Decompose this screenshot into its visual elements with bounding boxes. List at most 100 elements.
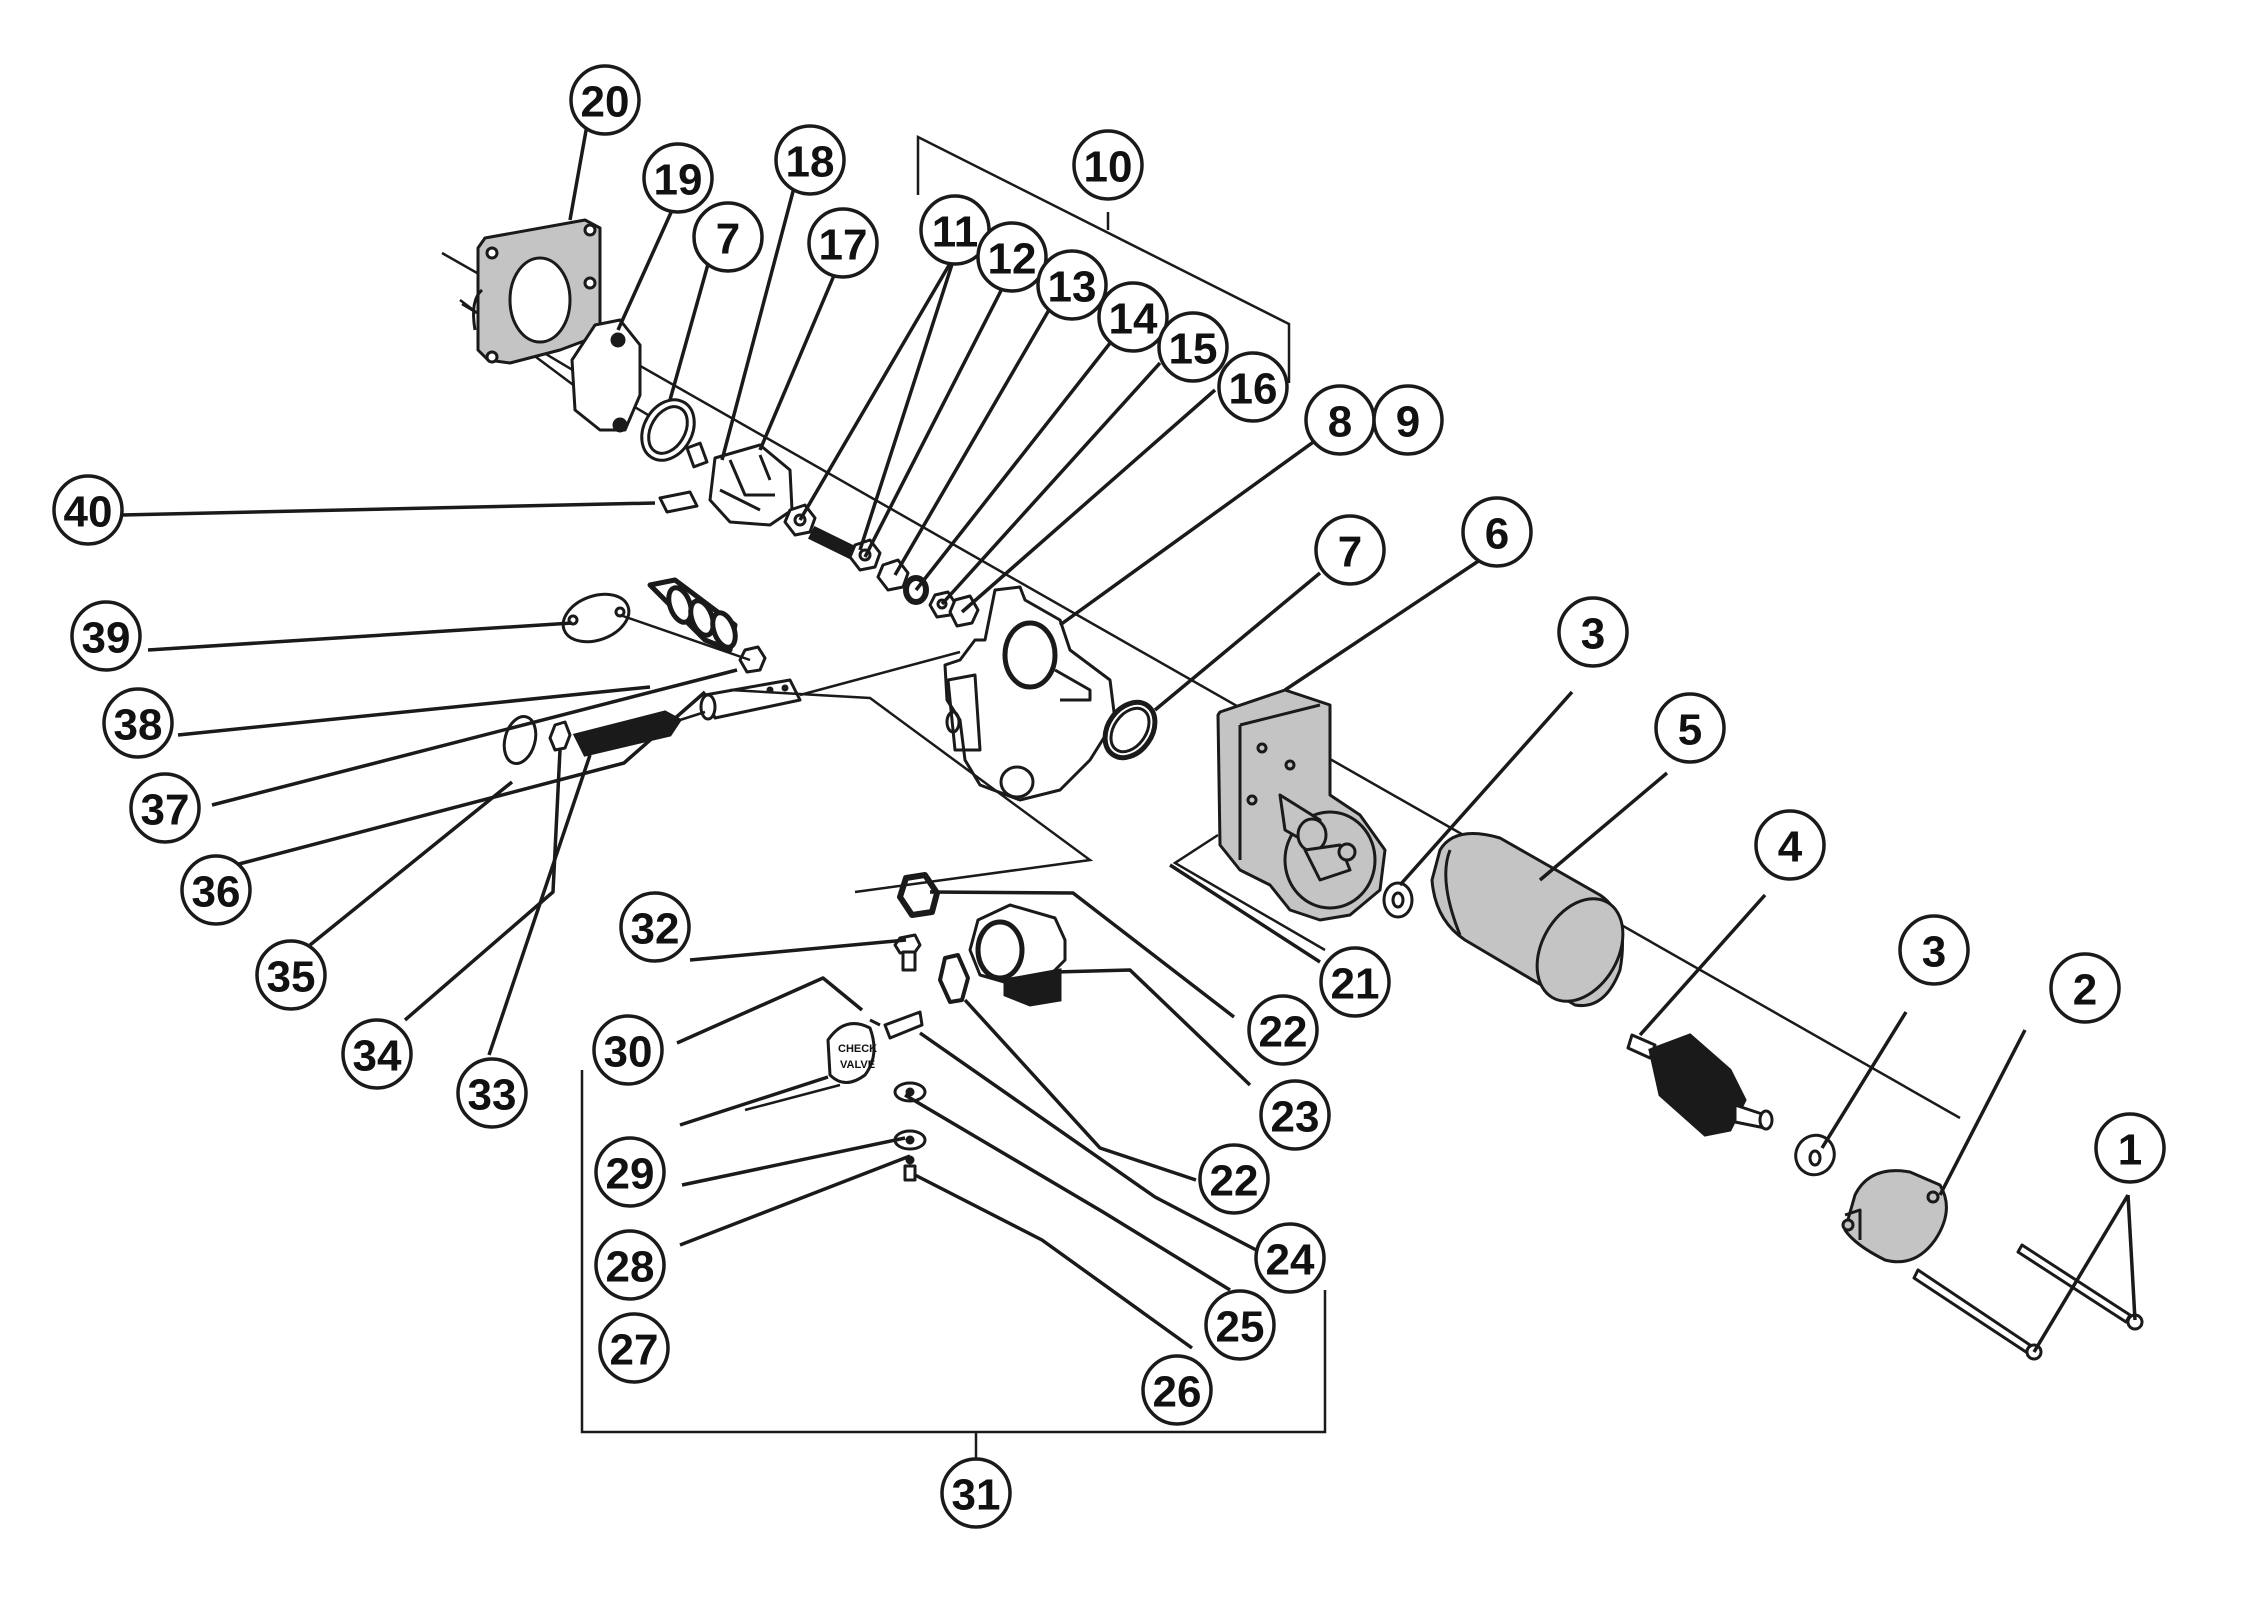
- callout-circle: [1217, 351, 1289, 423]
- callout-number: 12: [988, 235, 1037, 284]
- part-pump-body: [943, 585, 1117, 802]
- callout-4: 4: [1754, 809, 1826, 881]
- callout-circle: [1314, 514, 1386, 586]
- callout-circle: [1654, 692, 1726, 764]
- callout-29: 29: [594, 1136, 666, 1208]
- callout-20: 20: [569, 64, 641, 136]
- callout-circle: [940, 1457, 1012, 1529]
- callout-number: 6: [1485, 510, 1509, 559]
- part-strainer-assembly: [561, 577, 767, 674]
- part-check-valve-hardware: CHECK VALVE: [744, 933, 927, 1182]
- callout-circle: [594, 1229, 666, 1301]
- callout-34: 34: [341, 1018, 413, 1090]
- callout-circle: [1754, 809, 1826, 881]
- callout-brackets: [580, 134, 1327, 1462]
- callout-circle: [2094, 1112, 2166, 1184]
- callout-number: 27: [610, 1326, 659, 1375]
- callout-number: 9: [1396, 398, 1420, 447]
- callout-number: 30: [604, 1028, 653, 1077]
- callout-number: 35: [267, 953, 316, 1002]
- part-flange-plate: [472, 218, 602, 365]
- callout-27: 27: [598, 1312, 670, 1384]
- callout-circle: [1461, 496, 1533, 568]
- callout-9: 9: [1372, 384, 1444, 456]
- callout-38: 38: [102, 687, 174, 759]
- part-gasket: [570, 318, 642, 433]
- callout-number: 3: [1581, 610, 1605, 659]
- callout-circle: [1254, 1222, 1326, 1294]
- callout-number: 18: [786, 138, 835, 187]
- callout-number: 20: [581, 78, 630, 127]
- callout-number: 21: [1331, 960, 1380, 1009]
- callout-number: 13: [1048, 263, 1097, 312]
- callout-13: 13: [1036, 249, 1108, 321]
- callout-circle: [594, 1136, 666, 1208]
- check-valve-text-line2: VALVE: [840, 1059, 875, 1071]
- callout-40: 40: [52, 474, 124, 546]
- callout-18: 18: [774, 124, 846, 196]
- callout-32: 32: [619, 891, 691, 963]
- callout-16: 16: [1217, 351, 1289, 423]
- callout-number: 29: [606, 1150, 655, 1199]
- callout-number: 17: [819, 221, 868, 270]
- callout-number: 28: [606, 1243, 655, 1292]
- callout-22: 22: [1198, 1143, 1270, 1215]
- callout-33: 33: [456, 1057, 528, 1129]
- part-key: [658, 490, 699, 514]
- callout-22: 22: [1247, 994, 1319, 1066]
- callout-8: 8: [1304, 384, 1376, 456]
- callout-23: 23: [1259, 1079, 1331, 1151]
- callout-number: 16: [1229, 365, 1278, 414]
- part-sleeve: [699, 650, 961, 721]
- callout-number: 22: [1210, 1157, 1259, 1206]
- callout-circle: [2049, 952, 2121, 1024]
- part-seal-ring-lower: [1102, 699, 1158, 761]
- callout-number: 14: [1109, 295, 1158, 344]
- callout-circle: [70, 600, 142, 672]
- callout-36: 36: [180, 854, 252, 926]
- callout-circle: [52, 474, 124, 546]
- callout-number: 37: [141, 786, 190, 835]
- callout-number: 22: [1259, 1008, 1308, 1057]
- callout-number: 10: [1084, 143, 1133, 192]
- callout-number: 19: [654, 156, 703, 205]
- part-armature: [1626, 1033, 1774, 1137]
- check-valve-text-line1: CHECK: [838, 1043, 877, 1055]
- callout-number: 7: [716, 215, 740, 264]
- callout-circle: [774, 124, 846, 196]
- callout-circle: [598, 1312, 670, 1384]
- callout-39: 39: [70, 600, 142, 672]
- callout-circle: [1259, 1079, 1331, 1151]
- callout-circle: [1898, 914, 1970, 986]
- callout-number: 34: [353, 1032, 402, 1081]
- callout-37: 37: [129, 772, 201, 844]
- callout-circle: [1319, 946, 1391, 1018]
- part-seal-ring-upper: [640, 398, 709, 469]
- part-gear-housing: [1216, 688, 1387, 922]
- callout-number: 11: [932, 208, 979, 257]
- callout-17: 17: [807, 207, 879, 279]
- callout-30: 30: [592, 1014, 664, 1086]
- callout-number: 2: [2073, 966, 2097, 1015]
- leader-lines: [121, 124, 2137, 1353]
- callout-circle: [1036, 249, 1108, 321]
- callout-number: 3: [1922, 928, 1946, 977]
- callout-number: 38: [114, 701, 163, 750]
- callout-1: 1: [2094, 1112, 2166, 1184]
- callout-number: 5: [1678, 706, 1702, 755]
- callout-number: 8: [1328, 398, 1352, 447]
- callout-14: 14: [1097, 281, 1169, 353]
- callout-3: 3: [1557, 596, 1629, 668]
- callout-circle: [976, 221, 1048, 293]
- part-elbow-outlet: [897, 872, 1067, 1007]
- callout-number: 15: [1169, 325, 1218, 374]
- callout-circle: [592, 1014, 664, 1086]
- part-impeller: [708, 443, 794, 527]
- callout-number: 32: [631, 905, 680, 954]
- callout-7: 7: [692, 201, 764, 273]
- callout-circle: [1198, 1143, 1270, 1215]
- callout-circle: [642, 142, 714, 214]
- callout-circle: [1072, 129, 1144, 201]
